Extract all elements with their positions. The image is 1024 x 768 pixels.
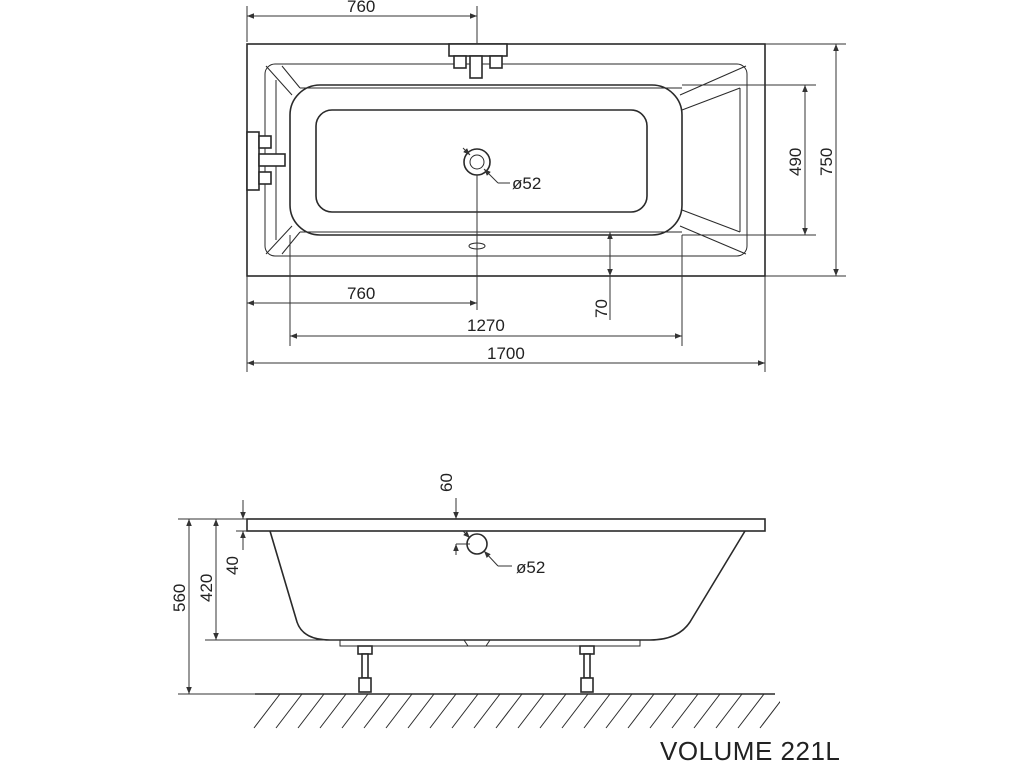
tub-outer-rim — [246, 43, 766, 277]
faucet-left-icon — [246, 131, 286, 191]
hatch-line — [473, 693, 501, 729]
dim-70-label: 70 — [592, 299, 611, 318]
dim-60 — [453, 498, 470, 555]
tub-inner-outline — [264, 63, 748, 257]
dim-560 — [178, 518, 255, 695]
dim-490 — [682, 84, 816, 236]
dim-top-760-label: 760 — [347, 0, 375, 16]
hatch-line — [429, 693, 457, 729]
bevel-lines — [265, 65, 747, 255]
hatch-line — [627, 693, 655, 729]
side-body — [269, 530, 746, 641]
hatch-line — [517, 693, 545, 729]
dim-40 — [236, 500, 247, 550]
hatch-line — [539, 693, 567, 729]
leg-left — [357, 645, 373, 693]
hatch-line — [297, 693, 325, 729]
hatch-line — [253, 693, 281, 729]
dim-490-label: 490 — [786, 148, 805, 176]
hatch-line — [275, 693, 303, 729]
dim-top-760 — [246, 6, 478, 44]
hatch-line — [649, 693, 677, 729]
side-view: ø52 60 40 420 560 — [170, 473, 780, 729]
dim-560-label: 560 — [170, 584, 189, 612]
hatch-line — [715, 693, 743, 729]
dim-bottom-760-label: 760 — [347, 284, 375, 303]
dim-750-label: 750 — [817, 148, 836, 176]
dim-1270-label: 1270 — [467, 316, 505, 335]
hatch-line — [385, 693, 413, 729]
leg-right — [579, 645, 595, 693]
hatch-line — [737, 693, 765, 729]
hatch-line — [451, 693, 479, 729]
overflow-diameter-label: ø52 — [516, 558, 545, 577]
hatch-line — [561, 693, 589, 729]
model-label: VOLUME 221L — [660, 736, 840, 766]
dim-bottom-760 — [246, 175, 478, 372]
drain-diameter-label: ø52 — [512, 174, 541, 193]
hatch-line — [407, 693, 435, 729]
hatch-line — [495, 693, 523, 729]
dim-420 — [205, 518, 340, 641]
side-rim — [246, 518, 766, 532]
hatch-line — [319, 693, 347, 729]
hatch-line — [341, 693, 369, 729]
dim-1270 — [289, 235, 683, 346]
hatch-line — [363, 693, 391, 729]
dim-1700-label: 1700 — [487, 344, 525, 363]
hatch-line — [693, 693, 721, 729]
hatch-line — [605, 693, 633, 729]
top-view: ø52 760 760 1270 1700 — [246, 0, 846, 372]
hatch-line — [583, 693, 611, 729]
hatch-line — [759, 701, 780, 729]
dim-420-label: 420 — [197, 574, 216, 602]
tub-floor — [315, 109, 648, 213]
dim-40-label: 40 — [223, 556, 242, 575]
drain-icon — [462, 147, 510, 184]
dim-60-label: 60 — [437, 473, 456, 492]
ground-hatch — [253, 693, 780, 729]
dim-750 — [765, 43, 846, 277]
faucet-top-icon — [448, 43, 508, 79]
overflow-side-icon — [462, 530, 512, 567]
hatch-line — [671, 693, 699, 729]
dim-1700 — [247, 276, 766, 372]
